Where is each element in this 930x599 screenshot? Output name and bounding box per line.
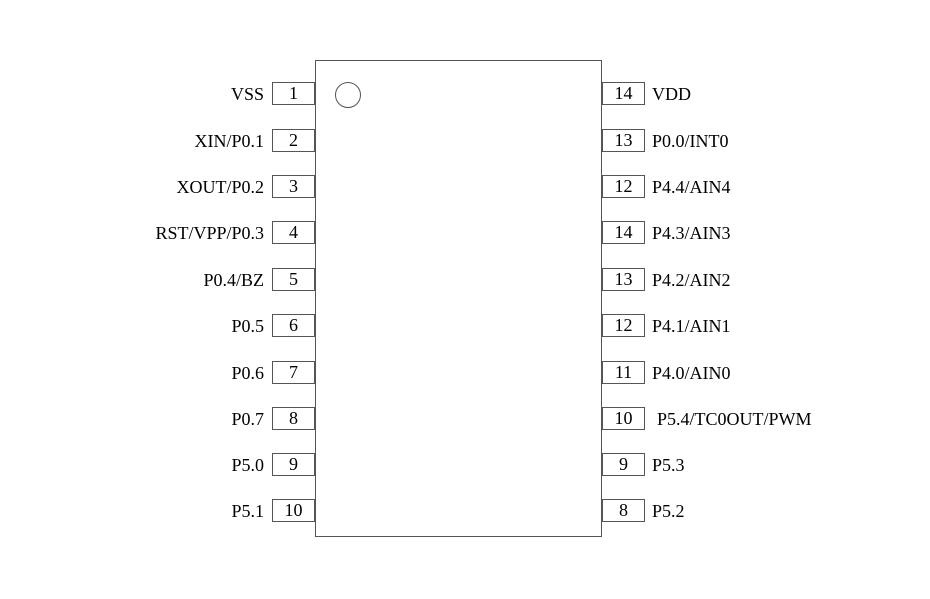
- pin-row-right-1: 14 VDD: [602, 82, 930, 105]
- pin-row-right-6: 12 P4.1/AIN1: [602, 314, 930, 337]
- pin-number-right-9: 9: [602, 453, 645, 476]
- pin-number-right-10: 8: [602, 499, 645, 522]
- pin-label-right-10: P5.2: [652, 500, 685, 521]
- pin-row-right-4: 14 P4.3/AIN3: [602, 221, 930, 244]
- pin-row-left-1: VSS 1: [60, 82, 315, 105]
- pin-row-left-10: P5.1 10: [60, 499, 315, 522]
- pin-row-right-2: 13 P0.0/INT0: [602, 129, 930, 152]
- pin-label-right-9: P5.3: [652, 454, 685, 475]
- pin-label-left-4: RST/VPP/P0.3: [155, 222, 264, 243]
- pin-number-right-4: 14: [602, 221, 645, 244]
- pin-row-left-8: P0.7 8: [60, 407, 315, 430]
- pin-label-left-9: P5.0: [231, 454, 264, 475]
- pin-label-right-2: P0.0/INT0: [652, 130, 729, 151]
- pin-label-left-7: P0.6: [231, 362, 264, 383]
- pin-label-left-1: VSS: [230, 83, 264, 104]
- pin-label-left-10: P5.1: [231, 500, 264, 521]
- pin-number-left-4: 4: [272, 221, 315, 244]
- pin-row-left-7: P0.6 7: [60, 361, 315, 384]
- pin-label-left-8: P0.7: [231, 408, 264, 429]
- pin-row-left-9: P5.0 9: [60, 453, 315, 476]
- pin-label-right-4: P4.3/AIN3: [652, 222, 731, 243]
- pin-label-right-6: P4.1/AIN1: [652, 315, 731, 336]
- pin-row-left-2: XIN/P0.1 2: [60, 129, 315, 152]
- pin-number-right-6: 12: [602, 314, 645, 337]
- pin-number-left-8: 8: [272, 407, 315, 430]
- pin-label-left-5: P0.4/BZ: [203, 269, 264, 290]
- pin-label-right-3: P4.4/AIN4: [652, 176, 731, 197]
- pin-row-left-5: P0.4/BZ 5: [60, 268, 315, 291]
- pin-label-left-3: XOUT/P0.2: [176, 176, 264, 197]
- pin-number-left-2: 2: [272, 129, 315, 152]
- pin-number-right-7: 11: [602, 361, 645, 384]
- pin-number-left-3: 3: [272, 175, 315, 198]
- pin-number-left-1: 1: [272, 82, 315, 105]
- pin-number-left-6: 6: [272, 314, 315, 337]
- pin-row-left-6: P0.5 6: [60, 314, 315, 337]
- pin-number-right-1: 14: [602, 82, 645, 105]
- pin-row-right-3: 12 P4.4/AIN4: [602, 175, 930, 198]
- pin-number-right-2: 13: [602, 129, 645, 152]
- pin-row-right-5: 13 P4.2/AIN2: [602, 268, 930, 291]
- pin-number-left-9: 9: [272, 453, 315, 476]
- pin-row-right-9: 9 P5.3: [602, 453, 930, 476]
- pin-number-left-5: 5: [272, 268, 315, 291]
- pin-row-right-7: 11 P4.0/AIN0: [602, 361, 930, 384]
- pin-row-right-8: 10 P5.4/TC0OUT/PWM: [602, 407, 930, 430]
- pin-label-left-6: P0.5: [231, 315, 264, 336]
- pin-number-left-7: 7: [272, 361, 315, 384]
- chip-body-outline: [315, 60, 602, 537]
- pin-1-marker-dot-icon: [335, 82, 361, 108]
- pin-row-left-4: RST/VPP/P0.3 4: [60, 221, 315, 244]
- pin-label-left-2: XIN/P0.1: [194, 130, 264, 151]
- pin-label-right-1: VDD: [652, 83, 691, 104]
- pin-number-right-8: 10: [602, 407, 645, 430]
- pin-label-right-7: P4.0/AIN0: [652, 362, 731, 383]
- pin-number-left-10: 10: [272, 499, 315, 522]
- pin-number-right-5: 13: [602, 268, 645, 291]
- pin-row-right-10: 8 P5.2: [602, 499, 930, 522]
- pin-number-right-3: 12: [602, 175, 645, 198]
- pin-label-right-5: P4.2/AIN2: [652, 269, 731, 290]
- pin-row-left-3: XOUT/P0.2 3: [60, 175, 315, 198]
- pin-label-right-8: P5.4/TC0OUT/PWM: [657, 408, 812, 429]
